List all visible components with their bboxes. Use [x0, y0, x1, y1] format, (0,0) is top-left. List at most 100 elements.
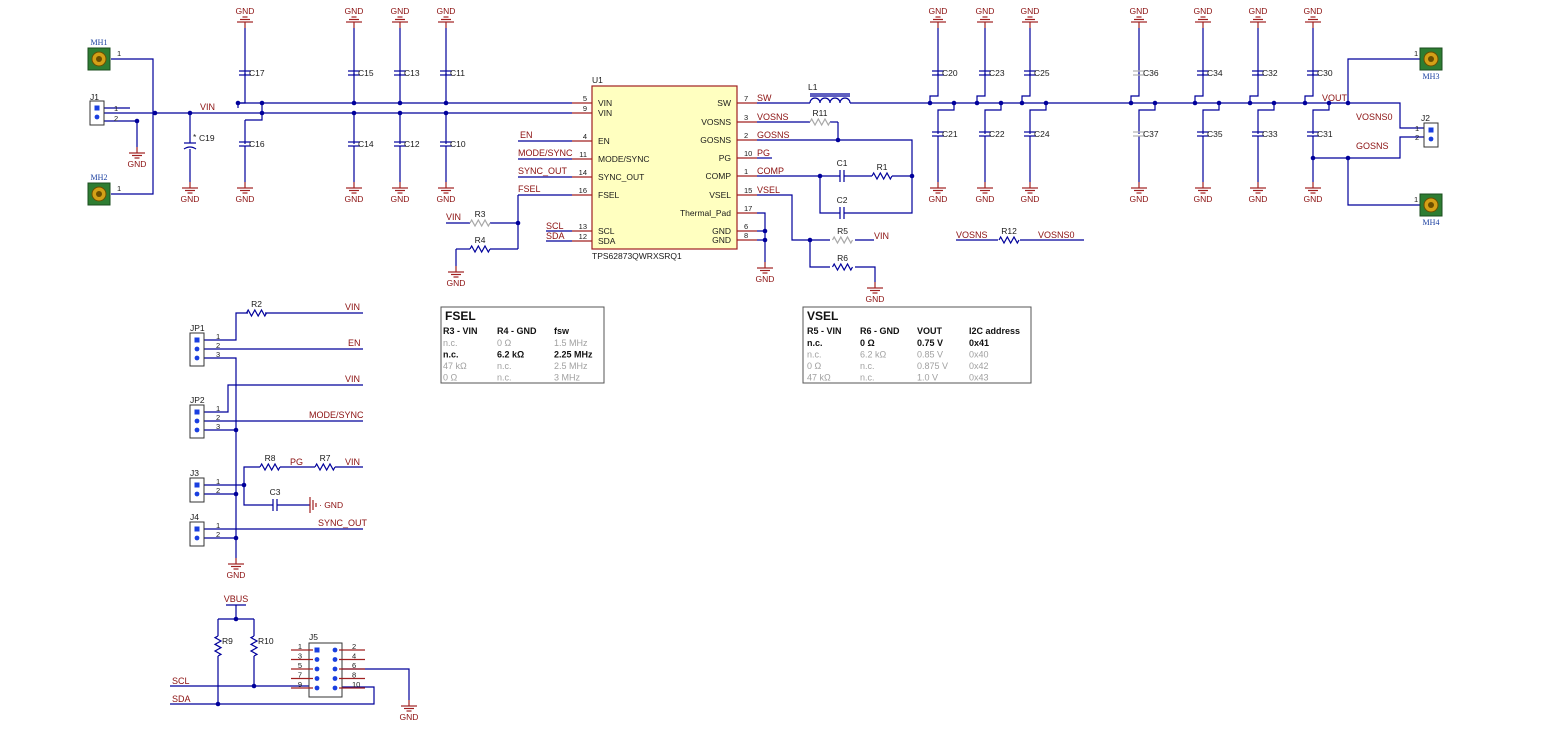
fsel-table-cell: 1.5 MHz	[554, 338, 588, 348]
capacitor-c2	[839, 207, 845, 219]
pin-number: 2	[216, 413, 220, 422]
vsel-table-cell: n.c.	[860, 373, 875, 383]
pin-number: 1	[117, 184, 121, 193]
net-label-vosns0: VOSNS0	[1356, 112, 1393, 122]
header-ref: J3	[190, 468, 199, 478]
wire	[976, 73, 986, 103]
net-label-en: EN	[348, 338, 361, 348]
gnd-label: GND	[1130, 6, 1149, 16]
resistor-ref: R5	[837, 226, 848, 236]
pin-number: 1	[117, 49, 121, 58]
junction-dot	[835, 137, 841, 143]
ic-pin-name: SYNC_OUT	[598, 172, 644, 182]
net-label-sw: SW	[757, 93, 772, 103]
header-ref: J1	[90, 92, 99, 102]
vsel-table-header: I2C address	[969, 326, 1020, 336]
pin-number: 3	[216, 350, 220, 359]
resistor-r2	[245, 308, 268, 318]
wire	[1257, 103, 1275, 134]
gnd-label: GND	[181, 194, 200, 204]
vsel-table-cell: 6.2 kΩ	[860, 350, 887, 360]
fsel-table-cell: 47 kΩ	[443, 361, 467, 371]
net-label-vin: VIN	[345, 457, 360, 467]
ic-pin-number: 13	[579, 222, 587, 231]
pin-number: 2	[114, 114, 118, 123]
header-j1	[89, 100, 105, 126]
inductor-ref: L1	[808, 82, 818, 92]
net-label-vin: VIN	[200, 102, 215, 112]
capacitor-ref: C34	[1207, 68, 1223, 78]
ic-pin-name: SDA	[598, 236, 616, 246]
net-label-vosns: VOSNS	[956, 230, 988, 240]
wire	[204, 312, 248, 341]
pin-number: 1	[1414, 195, 1418, 204]
gnd-symbol	[228, 558, 244, 570]
capacitor-c17	[239, 70, 251, 76]
gnd-symbol	[438, 16, 454, 28]
wire	[809, 240, 830, 268]
junction-dot	[233, 427, 239, 433]
gnd-symbol	[1195, 16, 1211, 28]
gnd-symbol	[1250, 16, 1266, 28]
gnd-label: GND	[345, 194, 364, 204]
capacitor-c34	[1197, 70, 1209, 76]
header-ref: JP2	[190, 395, 205, 405]
vsel-table-header: R6 - GND	[860, 326, 900, 336]
vsel-table-cell: 0x43	[969, 373, 989, 383]
capacitor-ref: C12	[404, 139, 420, 149]
resistor-ref: R7	[320, 453, 331, 463]
resistor-r7	[314, 462, 336, 472]
capacitor-ref: C15	[358, 68, 374, 78]
mounting-hole-mh3	[1419, 47, 1443, 71]
resistor-r12	[998, 235, 1020, 245]
capacitor-c3	[272, 499, 278, 511]
gnd-label: GND	[400, 712, 419, 722]
gnd-symbol	[1131, 182, 1147, 194]
resistor-r5	[831, 235, 854, 245]
gnd-label: GND	[929, 194, 948, 204]
resistor-r10	[249, 635, 259, 657]
vsel-table-header: VOUT	[917, 326, 943, 336]
fsel-table-cell: n.c.	[497, 361, 512, 371]
pin-number: 1	[114, 104, 118, 113]
fsel-table-cell: 2.25 MHz	[554, 350, 593, 360]
capacitor-c32	[1252, 70, 1264, 76]
fsel-table-cell: n.c.	[497, 373, 512, 383]
ic-pin-name: GND	[712, 226, 731, 236]
wire	[819, 176, 840, 214]
capacitor-c33	[1252, 131, 1264, 137]
gnd-label: GND	[1194, 194, 1213, 204]
gnd-label: GND	[1249, 6, 1268, 16]
gnd-label: GND	[1249, 194, 1268, 204]
wire	[245, 113, 263, 121]
wire	[204, 384, 363, 413]
ic-pin-name: GND	[712, 235, 731, 245]
wire	[238, 73, 246, 104]
ic-body	[591, 85, 738, 250]
mounting-hole-ref: MH1	[91, 38, 108, 47]
wire	[104, 120, 138, 147]
pin-number: 1	[216, 332, 220, 341]
ic-pin-name: Thermal_Pad	[680, 208, 731, 218]
net-label-sda: SDA	[546, 231, 565, 241]
gnd-symbol	[346, 182, 362, 194]
ic-pin-number: 9	[583, 104, 587, 113]
resistor-r11	[809, 117, 831, 127]
wire	[844, 176, 913, 214]
fsel-table-cell: 6.2 kΩ	[497, 350, 524, 360]
vsel-table-cell: 0x42	[969, 361, 989, 371]
gnd-label: GND	[976, 194, 995, 204]
mounting-hole-ref: MH2	[91, 173, 108, 182]
gnd-label: GND	[128, 159, 147, 169]
gnd-symbol	[401, 700, 417, 712]
wire	[1194, 73, 1204, 103]
pin-number: 3	[216, 422, 220, 431]
gnd-label: GND	[756, 274, 775, 284]
wire	[1029, 103, 1047, 134]
resistor-ref: R1	[877, 162, 888, 172]
connector-ref: J5	[309, 632, 318, 642]
capacitor-ref: C11	[450, 68, 465, 78]
pin-number: 2	[216, 530, 220, 539]
pin-number: 2	[352, 642, 356, 651]
wire	[1312, 103, 1330, 134]
